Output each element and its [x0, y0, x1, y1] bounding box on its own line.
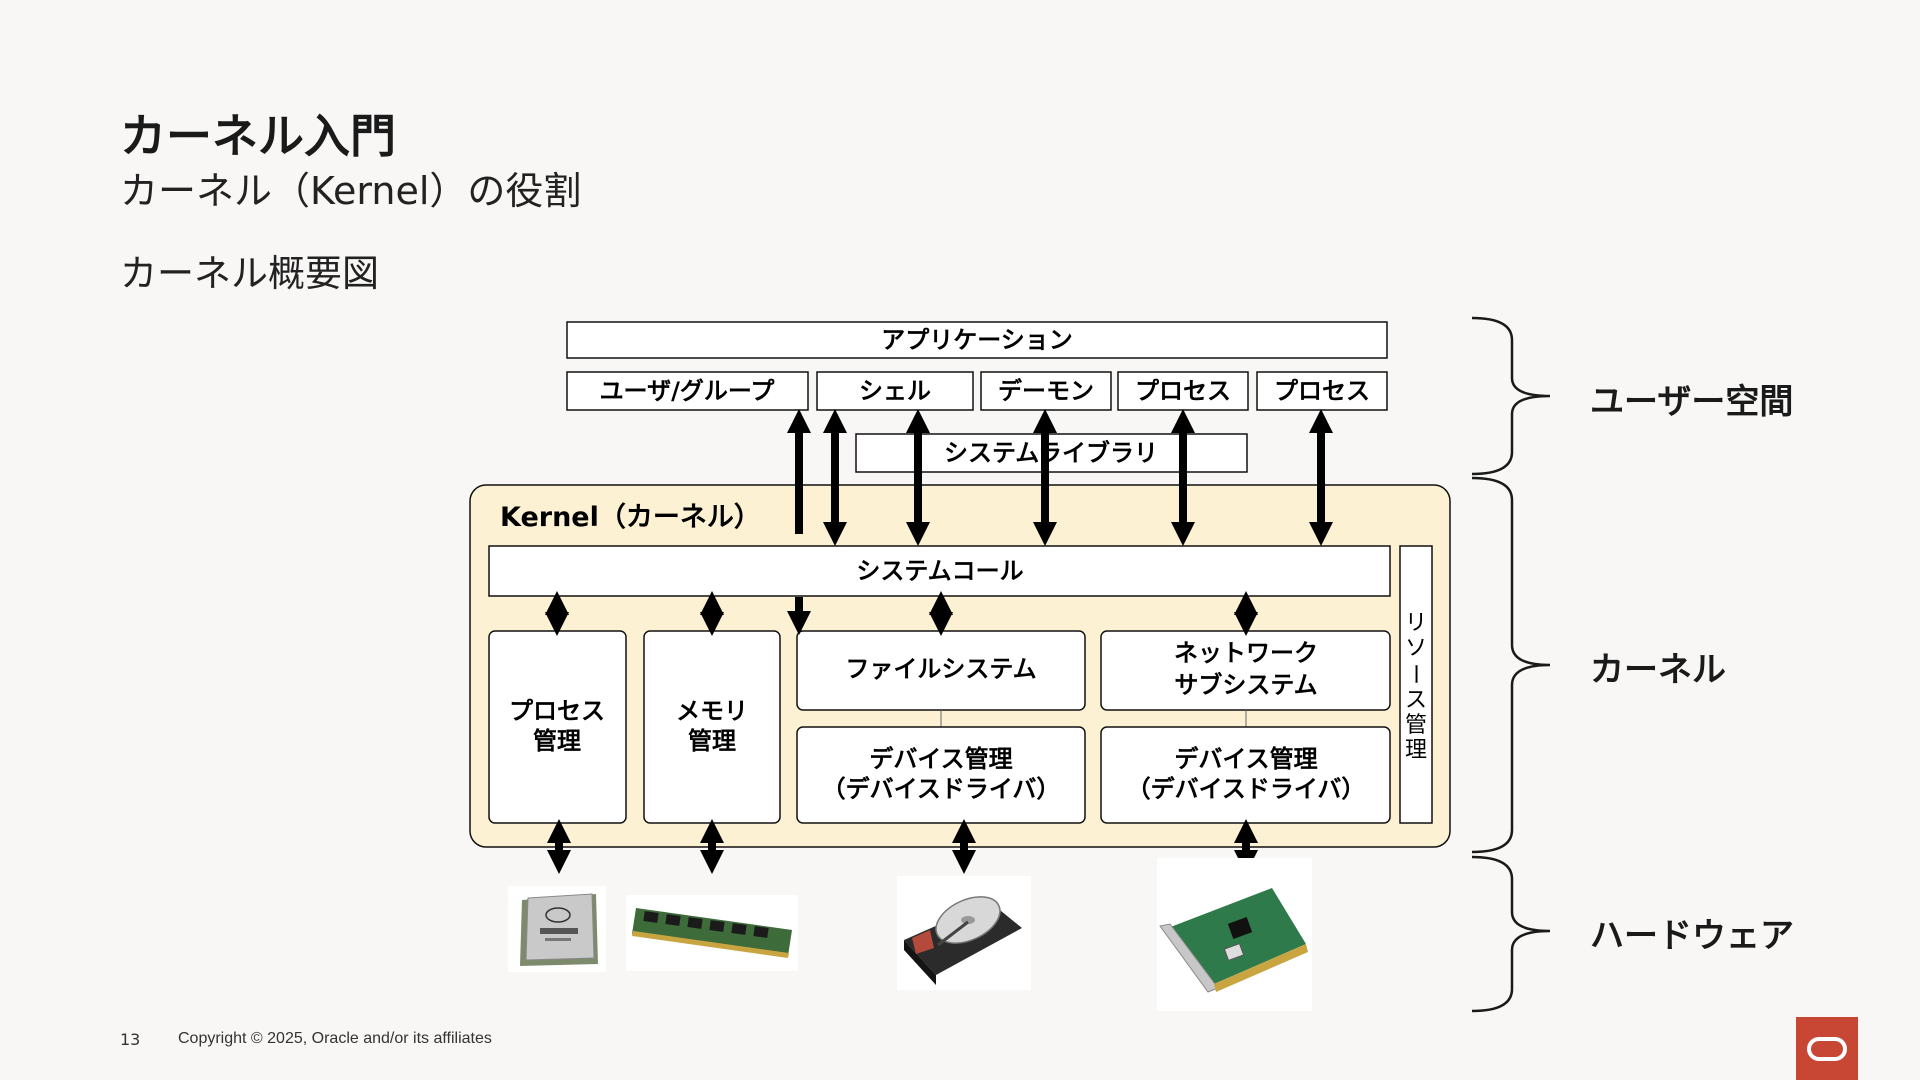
system-library-label: システムライブラリ	[944, 439, 1158, 467]
device-mgmt-label-2: （デバイスドライバ）	[1127, 775, 1366, 803]
process-box-1	[1117, 371, 1249, 411]
process-label-1: プロセス	[1135, 377, 1231, 405]
kernel-label: Kernel（カーネル）	[500, 502, 761, 533]
system-call-box	[488, 545, 1391, 597]
file-system-label: ファイルシステム	[845, 655, 1036, 683]
brace-hardware	[1471, 855, 1551, 1013]
slide-title: カーネル入門	[120, 109, 396, 163]
process-label-2: プロセス	[1274, 377, 1370, 405]
network-subsystem-label: ネットワーク	[1174, 639, 1318, 667]
memory-module-icon	[626, 895, 798, 971]
system-call-label: システムコール	[856, 557, 1023, 585]
region-label-kernel: カーネル	[1590, 650, 1726, 690]
application-label: アプリケーション	[881, 326, 1073, 354]
brace-kernel	[1471, 476, 1551, 854]
resource-mgmt-char: 管	[1405, 713, 1427, 738]
region-label-hardware: ハードウェア	[1590, 916, 1794, 956]
hard-disk-icon	[897, 876, 1031, 990]
slide-subtitle: カーネル（Kernel）の役割	[120, 169, 582, 213]
shell-box	[816, 371, 974, 411]
resource-mgmt-box	[1399, 545, 1433, 824]
device-mgmt-label-1: （デバイスドライバ）	[822, 775, 1061, 803]
device-mgmt-label-2: デバイス管理	[1174, 745, 1317, 773]
resource-mgmt-char: ス	[1405, 688, 1427, 713]
daemon-label: デーモン	[998, 377, 1094, 405]
resource-mgmt-char: ー	[1402, 663, 1427, 685]
daemon-box	[980, 371, 1112, 411]
shell-label: シェル	[859, 377, 931, 405]
device-mgmt-label-1: デバイス管理	[869, 745, 1012, 773]
copyright: Copyright © 2025, Oracle and/or its affi…	[178, 1030, 492, 1047]
process-mgmt-label: プロセス	[509, 697, 605, 725]
process-mgmt-label: 管理	[533, 727, 581, 755]
application-box	[566, 321, 1388, 359]
page-number: 13	[120, 1030, 141, 1049]
section-heading: カーネル概要図	[120, 252, 379, 295]
resource-mgmt-char: 理	[1405, 738, 1427, 763]
memory-mgmt-label: メモリ	[676, 697, 748, 725]
resource-mgmt-char: ソ	[1405, 636, 1427, 661]
region-label-user-space: ユーザー空間	[1590, 382, 1794, 422]
memory-mgmt-label: 管理	[688, 727, 736, 755]
network-card-icon	[1157, 858, 1312, 1011]
user-group-label: ユーザ/グループ	[600, 377, 776, 405]
brace-user-space	[1471, 316, 1551, 476]
network-subsystem-label: サブシステム	[1174, 671, 1317, 699]
cpu-icon	[508, 886, 606, 972]
oracle-logo	[1796, 1017, 1858, 1080]
device-mgmt-box-1	[796, 726, 1086, 824]
process-box-2	[1256, 371, 1388, 411]
resource-mgmt-char: リ	[1405, 611, 1427, 636]
user-group-box	[566, 371, 809, 411]
